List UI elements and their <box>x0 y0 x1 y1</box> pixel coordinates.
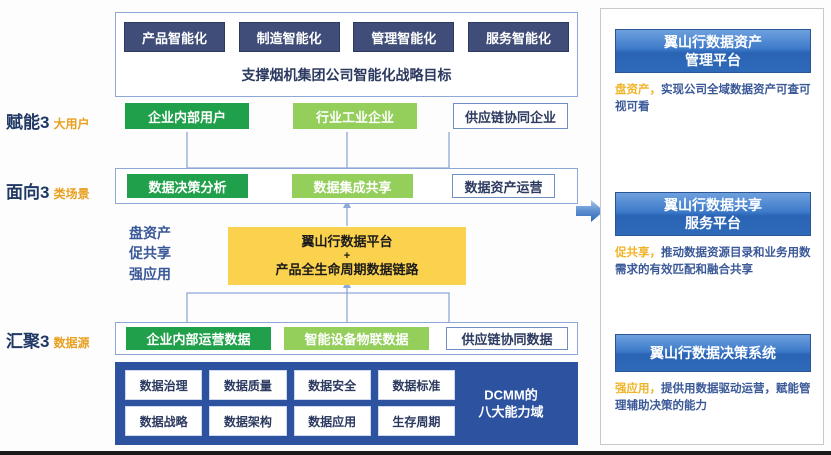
scenario-row: 数据决策分析 数据集成共享 数据资产运营 <box>115 168 578 204</box>
card-title[interactable]: 翼山行数据决策系统 <box>615 334 811 372</box>
dcmm-cell[interactable]: 数据质量 <box>209 370 287 400</box>
card-desc-highlight: 强应用， <box>615 383 661 395</box>
card-description: 强应用，提供用数据驱动运营，赋能管理辅助决策的能力 <box>615 381 811 416</box>
outcome-card: 翼山行数据资产 管理平台 盘资产，实现公司全域数据资产可查可视可看 <box>615 29 811 117</box>
row-label-datasources: 汇聚3 数据源 <box>6 327 89 352</box>
card-title[interactable]: 翼山行数据资产 管理平台 <box>615 29 811 73</box>
outcomes-panel: 翼山行数据资产 管理平台 盘资产，实现公司全域数据资产可查可视可看 翼山行数据共… <box>600 8 824 445</box>
slogan-item: 促共享 <box>129 245 171 262</box>
platform-plus: + <box>343 249 351 262</box>
card-description: 盘资产，实现公司全域数据资产可查可视可看 <box>615 82 811 117</box>
row-label-users: 赋能3 大用户 <box>6 108 89 133</box>
dcmm-title-line1: DCMM的 <box>484 386 538 402</box>
card-title-line1: 翼山行数据资产 <box>664 33 762 50</box>
outcome-card: 翼山行数据共享 服务平台 促共享，推动数据资源目录和业务用数需求的有效匹配和融合… <box>615 192 811 280</box>
slogan-list: 盘资产 促共享 强应用 <box>129 225 209 282</box>
goal-caption: 支撑烟机集团公司智能化战略目标 <box>241 67 452 83</box>
card-desc-text: 推动数据资源目录和业务用数需求的有效匹配和融合共享 <box>615 247 811 277</box>
outcome-card: 翼山行数据决策系统 强应用，提供用数据驱动运营，赋能管理辅助决策的能力 <box>615 334 811 416</box>
right-arrow-icon <box>576 200 604 222</box>
dcmm-title-line2: 八大能力域 <box>478 404 544 420</box>
dcmm-capability-grid: 数据治理 数据质量 数据安全 数据标准 数据战略 数据架构 数据应用 生存周期 <box>125 370 455 436</box>
row-label-sub: 大用户 <box>53 117 90 131</box>
architecture-diagram: 产品智能化 制造智能化 管理智能化 服务智能化 支撑烟机集团公司智能化战略目标 … <box>6 12 578 445</box>
dcmm-cell[interactable]: 生存周期 <box>377 406 455 436</box>
slogan-item: 盘资产 <box>129 225 171 241</box>
card-title-line2: 管理平台 <box>685 52 741 68</box>
card-desc-text: 提供用数据驱动运营，赋能管理辅助决策的能力 <box>615 383 811 413</box>
user-chip[interactable]: 供应链协同企业 <box>453 103 568 129</box>
dcmm-cell[interactable]: 数据应用 <box>293 406 371 436</box>
dcmm-cell[interactable]: 数据治理 <box>125 370 203 400</box>
datasource-chip[interactable]: 企业内部运营数据 <box>126 327 271 350</box>
bottom-rule <box>0 451 831 455</box>
scenario-chip[interactable]: 数据决策分析 <box>127 174 248 198</box>
goal-chip-row: 产品智能化 制造智能化 管理智能化 服务智能化 <box>124 21 569 53</box>
dcmm-title: DCMM的 八大能力域 <box>460 386 562 421</box>
dcmm-cell[interactable]: 数据战略 <box>125 406 203 436</box>
card-desc-highlight: 盘资产， <box>615 84 661 96</box>
platform-title: 翼山行数据平台 <box>301 233 393 249</box>
datasource-chip[interactable]: 供应链协同数据 <box>446 327 568 350</box>
card-title-line1: 翼山行数据决策系统 <box>650 344 776 361</box>
dcmm-cell[interactable]: 数据安全 <box>293 370 371 400</box>
row-label-main: 面向3 <box>6 183 50 202</box>
row-label-sub: 类场景 <box>53 187 90 201</box>
datasource-chip[interactable]: 智能设备物联数据 <box>284 327 429 350</box>
goal-chip[interactable]: 产品智能化 <box>124 22 225 52</box>
card-title-line1: 翼山行数据共享 <box>664 196 762 213</box>
scenario-chip[interactable]: 数据集成共享 <box>292 174 413 198</box>
strategy-goal-box: 产品智能化 制造智能化 管理智能化 服务智能化 支撑烟机集团公司智能化战略目标 <box>115 12 578 97</box>
scenario-chip[interactable]: 数据资产运营 <box>452 174 555 198</box>
platform-subtitle: 产品全生命周期数据链路 <box>275 261 419 277</box>
datasource-row: 企业内部运营数据 智能设备物联数据 供应链协同数据 <box>115 322 578 355</box>
goal-chip[interactable]: 制造智能化 <box>238 22 340 52</box>
row-label-sub: 数据源 <box>53 336 90 350</box>
row-label-scenarios: 面向3 类场景 <box>6 178 89 203</box>
card-description: 促共享，推动数据资源目录和业务用数需求的有效匹配和融合共享 <box>615 245 811 280</box>
user-row: 企业内部用户 行业工业企业 供应链协同企业 <box>115 103 578 131</box>
card-desc-highlight: 促共享， <box>615 247 661 259</box>
card-desc-text: 实现公司全域数据资产可查可视可看 <box>615 84 811 114</box>
user-chip[interactable]: 行业工业企业 <box>293 103 417 129</box>
goal-chip[interactable]: 管理智能化 <box>353 22 455 52</box>
central-platform-box[interactable]: 翼山行数据平台 + 产品全生命周期数据链路 <box>228 227 466 285</box>
row-label-main: 汇聚3 <box>6 332 50 351</box>
row-label-main: 赋能3 <box>6 113 50 132</box>
slogan-item: 强应用 <box>129 265 171 282</box>
goal-chip[interactable]: 服务智能化 <box>467 22 569 52</box>
card-title[interactable]: 翼山行数据共享 服务平台 <box>615 192 811 236</box>
card-title-line2: 服务平台 <box>685 215 741 231</box>
user-chip[interactable]: 企业内部用户 <box>125 103 249 129</box>
dcmm-cell[interactable]: 数据标准 <box>377 370 455 400</box>
dcmm-cell[interactable]: 数据架构 <box>209 406 287 436</box>
dcmm-panel: 数据治理 数据质量 数据安全 数据标准 数据战略 数据架构 数据应用 生存周期 … <box>115 362 578 445</box>
